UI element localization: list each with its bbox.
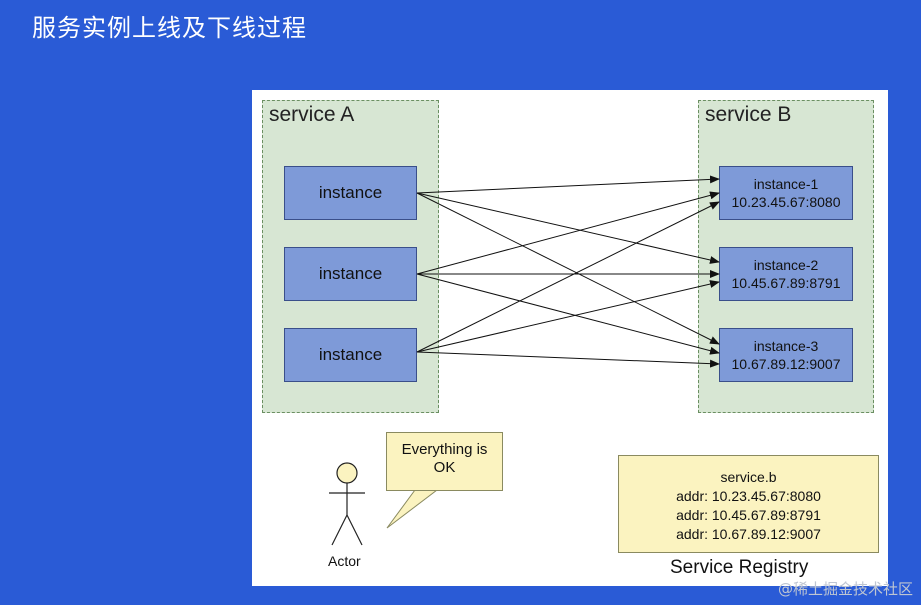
slide-title: 服务实例上线及下线过程 [32, 14, 307, 42]
speech-line-2: OK [433, 459, 456, 476]
edge-a3-b1 [416, 201, 720, 353]
registry-service-name: service.b [720, 469, 777, 485]
node-label: instance [318, 345, 383, 364]
speech-line-1: Everything is [401, 441, 488, 458]
registry-addr-line: addr: 10.45.67.89:8791 [676, 507, 821, 523]
edge-a1-b2 [416, 192, 720, 264]
service-a-label: service A [269, 103, 355, 126]
instance-addr: 10.23.45.67:8080 [731, 194, 841, 210]
instance-addr: 10.67.89.12:9007 [731, 356, 841, 372]
edge-a3-b3 [416, 351, 720, 368]
diagram-canvas: service A service B instance instance in… [252, 90, 888, 586]
service-a-instance-2: instance [284, 247, 417, 301]
actor-figure-icon [329, 462, 365, 546]
edge-a1-b1 [416, 175, 720, 194]
service-b-instance-3: instance-3 10.67.89.12:9007 [719, 328, 853, 382]
actor-label: Actor [328, 553, 361, 569]
edge-a3-b2 [416, 280, 720, 353]
edge-a2-b3 [416, 273, 720, 355]
registry-addr-line: addr: 10.23.45.67:8080 [676, 488, 821, 504]
edge-a2-b1 [416, 191, 720, 275]
instance-name: instance-2 [753, 257, 819, 273]
instance-name: instance-1 [753, 176, 819, 192]
service-b-instance-1: instance-1 10.23.45.67:8080 [719, 166, 853, 220]
service-b-label: service B [705, 103, 792, 126]
service-registry-caption: Service Registry [670, 557, 809, 578]
service-a-instance-3: instance [284, 328, 417, 382]
node-label: instance [318, 264, 383, 283]
service-b-instance-2: instance-2 10.45.67.89:8791 [719, 247, 853, 301]
edge-a1-b3 [416, 192, 720, 345]
speech-bubble: Everything is OK [386, 432, 503, 491]
speech-bubble-tail [386, 489, 439, 529]
instance-addr: 10.45.67.89:8791 [731, 275, 841, 291]
watermark: @稀土掘金技术社区 [777, 580, 913, 598]
service-a-instance-1: instance [284, 166, 417, 220]
registry-addr-line: addr: 10.67.89.12:9007 [676, 526, 821, 542]
instance-name: instance-3 [753, 338, 819, 354]
node-label: instance [318, 183, 383, 202]
service-registry-note: service.b addr: 10.23.45.67:8080 addr: 1… [618, 455, 879, 553]
